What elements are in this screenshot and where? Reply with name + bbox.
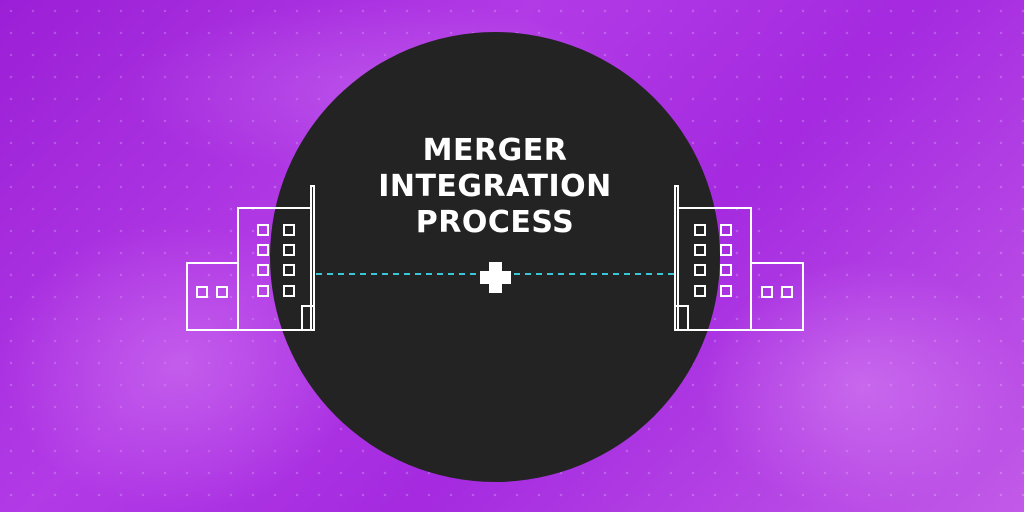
title-line: INTEGRATION xyxy=(378,169,612,204)
plus-icon xyxy=(480,262,511,293)
background-glow xyxy=(700,260,1024,512)
page-title: MERGER INTEGRATION PROCESS xyxy=(345,133,645,241)
title-line: MERGER xyxy=(422,133,568,168)
title-line: PROCESS xyxy=(415,205,575,240)
building-right-icon xyxy=(674,185,804,331)
center-circle xyxy=(270,32,720,482)
building-left-icon xyxy=(186,185,315,331)
